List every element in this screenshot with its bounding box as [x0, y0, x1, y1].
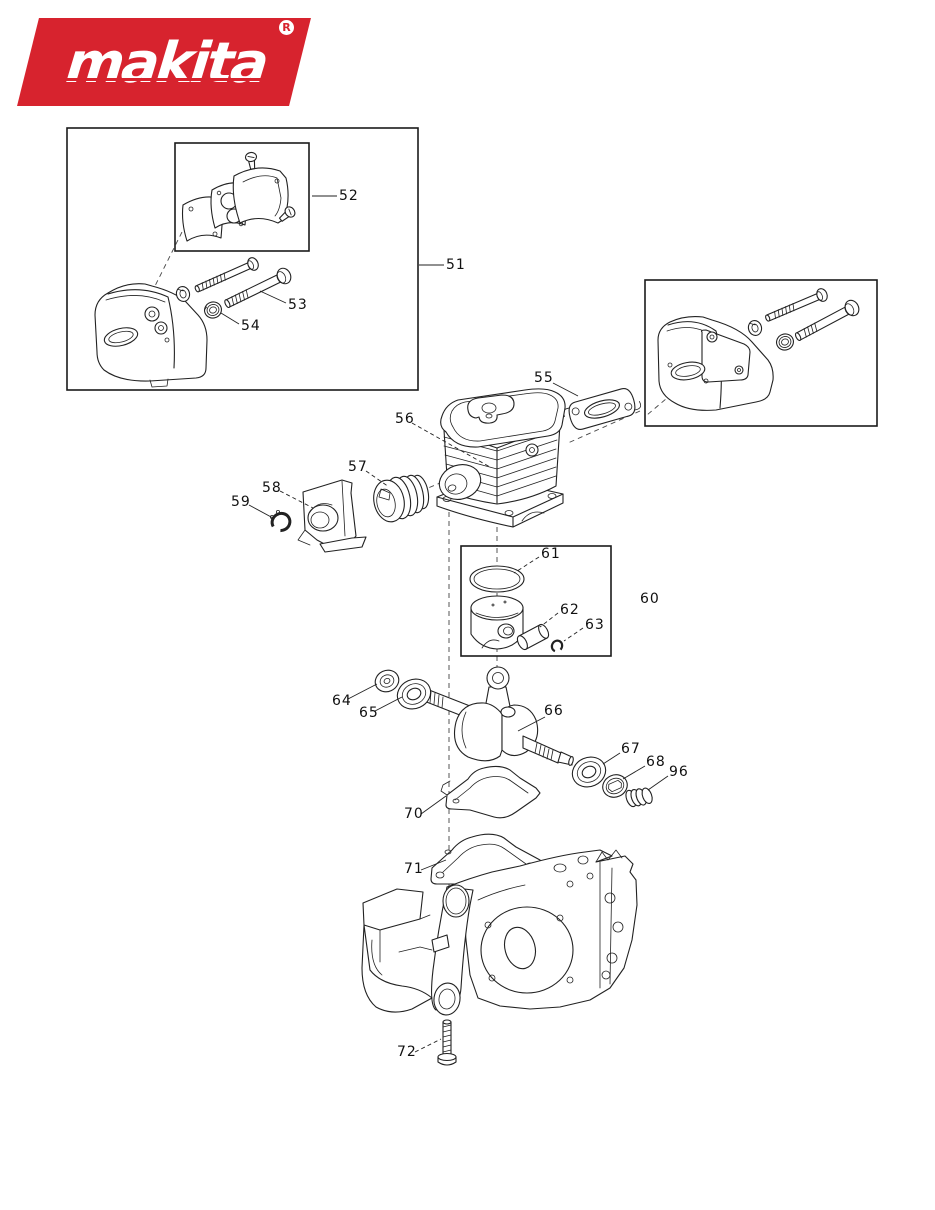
crankcase-bolt-drawing [437, 1019, 457, 1066]
leader-line-68 [622, 765, 646, 780]
muffler-assembly-right [644, 279, 878, 427]
leader-line-72 [414, 1038, 442, 1053]
leader-line-56 [411, 422, 491, 468]
oil-seal-64-drawing [374, 669, 400, 693]
callout-label-67: 67 [621, 741, 641, 757]
callout-label-54: 54 [241, 318, 261, 334]
leader-line-54 [220, 312, 240, 325]
bearing-65-drawing [396, 678, 432, 710]
callout-label-63: 63 [585, 617, 605, 633]
callout-label-66: 66 [544, 703, 564, 719]
leader-line-62 [539, 612, 559, 628]
leader-line-70 [420, 795, 447, 815]
worm-spring-96-drawing [625, 787, 653, 808]
pin-clip-drawing [550, 639, 564, 653]
leader-line-67 [602, 752, 621, 765]
callout-label-68: 68 [646, 754, 666, 770]
collar-icon [776, 333, 794, 351]
leader-line-55 [552, 382, 579, 397]
callout-label-70: 70 [404, 806, 424, 822]
leader-line-63 [563, 627, 584, 642]
baffle-plate-set-52 [181, 151, 296, 242]
callout-label-65: 65 [359, 705, 379, 721]
piston-group-drawing [460, 545, 612, 657]
washer-icon [175, 286, 191, 302]
muffler-assembly-51 [66, 127, 419, 391]
group-box-51 [66, 127, 419, 391]
callout-label-60: 60 [640, 591, 660, 607]
callout-label-51: 51 [446, 257, 466, 273]
bracket-drawing [297, 479, 367, 553]
muffler-drawing [94, 283, 208, 388]
collar-icon [204, 301, 222, 319]
callout-label-61: 61 [541, 546, 561, 562]
makita-logo: makita R [17, 18, 311, 106]
leader-line-65 [374, 696, 403, 712]
callout-label-53: 53 [288, 297, 308, 313]
leader-line-96 [647, 775, 669, 791]
oil-seal-68-drawing [602, 774, 628, 798]
callout-label-71: 71 [404, 861, 424, 877]
piston-pin-drawing [516, 623, 550, 651]
leader-line-71 [420, 859, 447, 871]
washer-icon [747, 320, 763, 336]
callout-label-58: 58 [262, 480, 282, 496]
muffler-drawing [657, 316, 774, 411]
leader-line-53 [259, 290, 287, 304]
callout-label-59: 59 [231, 494, 251, 510]
callout-label-56: 56 [395, 411, 415, 427]
callout-label-52: 52 [339, 188, 359, 204]
crankcase-gasket-70-drawing [440, 765, 541, 819]
muffler-bolt-icons [747, 288, 860, 351]
leader-line-59 [248, 504, 274, 519]
callout-label-55: 55 [534, 370, 554, 386]
callout-label-64: 64 [332, 693, 352, 709]
callout-label-96: 96 [669, 764, 689, 780]
callout-label-62: 62 [560, 602, 580, 618]
group-box-right [644, 279, 878, 427]
leader-line-58 [279, 490, 314, 509]
leader-line-66 [517, 716, 546, 732]
leader-line-57 [365, 470, 390, 488]
leader-line-61 [513, 556, 540, 574]
bearing-67-drawing [571, 756, 607, 788]
intake-cap-drawing [373, 474, 430, 523]
baffle-screw-icon [244, 151, 258, 170]
crankcase-drawing [361, 849, 638, 1016]
group-box-60 [460, 545, 612, 657]
registered-trademark-icon: R [279, 20, 294, 35]
callout-label-72: 72 [397, 1044, 417, 1060]
muffler-bolt-icons [175, 257, 292, 319]
group-box-52 [174, 142, 310, 252]
baffle-screw-icon [278, 206, 296, 222]
cylinder-drawing [436, 388, 566, 528]
leader-line-64 [347, 683, 378, 700]
callout-label-57: 57 [348, 459, 368, 475]
